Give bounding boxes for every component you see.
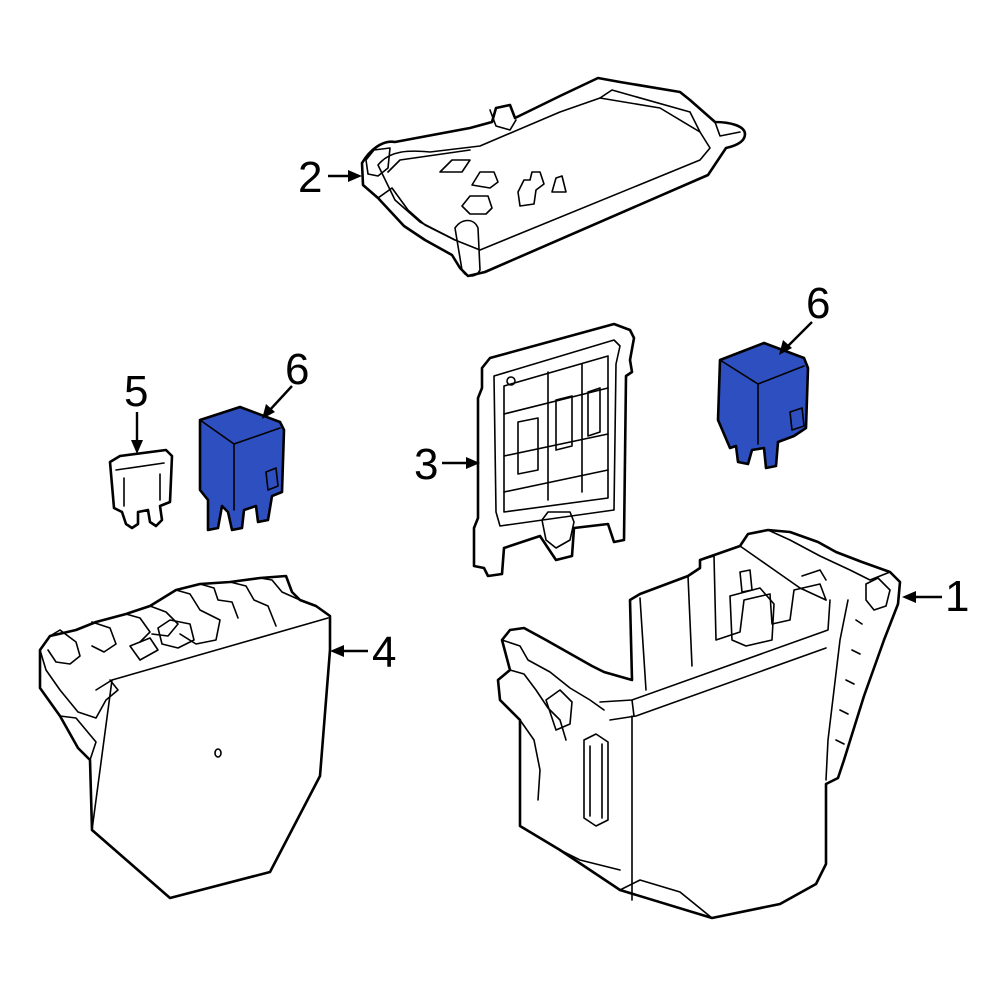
part-6-relay-left[interactable] — [198, 405, 286, 532]
part-1-main-box[interactable] — [496, 528, 902, 920]
relay-right-body — [716, 341, 810, 470]
callout-number-2: 2 — [298, 153, 322, 202]
part-5-fuse[interactable] — [108, 448, 174, 530]
callout-number-6-right: 6 — [806, 279, 830, 328]
callout-arrow-1 — [902, 591, 942, 603]
callout-number-6-left: 6 — [285, 345, 309, 394]
part-6-relay-right[interactable] — [716, 341, 810, 470]
part-3-frame[interactable] — [472, 322, 636, 578]
callout-arrow-4 — [330, 645, 368, 657]
callout-number-4: 4 — [372, 628, 396, 677]
callout-arrow-6-right — [779, 321, 813, 355]
callout-arrow-6-left — [262, 385, 293, 419]
callout-arrow-2 — [328, 170, 362, 182]
callout-arrow-3 — [442, 457, 480, 469]
part-2-cover[interactable] — [360, 76, 747, 278]
part-4-housing[interactable] — [38, 574, 332, 900]
callout-number-3: 3 — [414, 440, 438, 489]
callout-number-5: 5 — [124, 367, 148, 416]
callout-arrow-5 — [131, 412, 143, 454]
callout-number-1: 1 — [945, 572, 969, 621]
relay-left-body — [198, 405, 286, 532]
